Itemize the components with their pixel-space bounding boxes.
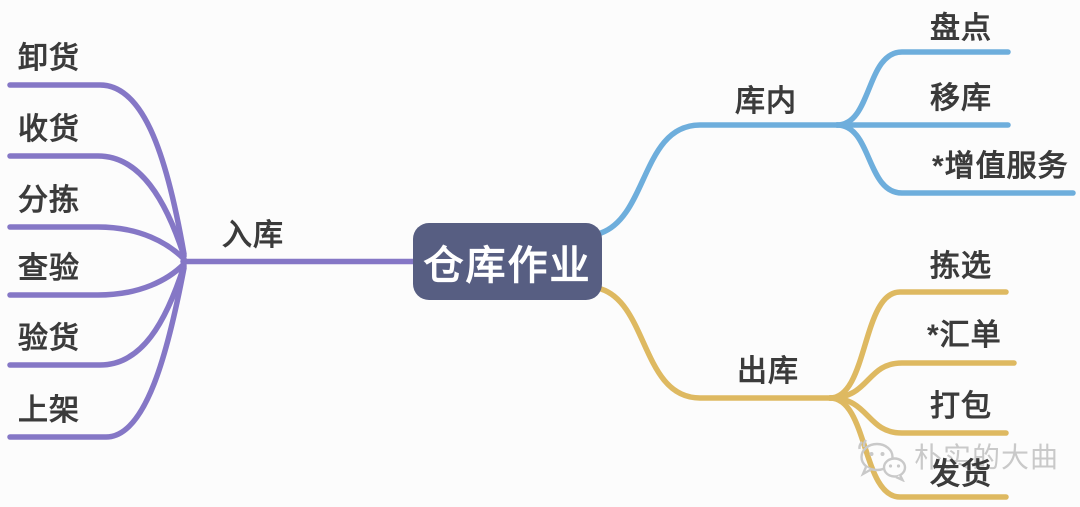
connector-inbound-check (7, 263, 187, 368)
wechat-icon (858, 439, 907, 482)
branch-label-inbound[interactable]: 入库 (222, 219, 284, 252)
leaf-inbound-check[interactable]: 验货 (18, 322, 80, 355)
leaf-inwarehouse-valueadd[interactable]: *增值服务 (932, 150, 1069, 183)
branch-label-in-warehouse[interactable]: 库内 (735, 85, 797, 118)
connector-inwarehouse-trunk (598, 122, 840, 236)
connector-inbound-sort (7, 224, 187, 262)
connector-inbound-unload (7, 82, 187, 257)
watermark-text: 朴实的大曲 (914, 442, 1060, 473)
root-node-label: 仓库作业 (423, 243, 592, 288)
leaf-outbound-pack[interactable]: 打包 (930, 390, 992, 423)
leaf-outbound-consolidate[interactable]: *汇单 (927, 319, 1002, 352)
leaf-inwarehouse-stocktake[interactable]: 盘点 (930, 12, 992, 45)
connector-outbound-trunk (598, 286, 833, 401)
connector-outbound-ship (827, 395, 1009, 500)
watermark: 朴实的大曲 (856, 438, 1059, 482)
connector-inbound-receive (7, 153, 187, 259)
connector-inbound-shelve (7, 265, 187, 440)
leaf-inbound-receive[interactable]: 收货 (18, 113, 80, 146)
connector-inwarehouse-valueadd (834, 122, 1076, 196)
root-node[interactable]: 仓库作业 (413, 223, 602, 300)
leaf-inbound-unload[interactable]: 卸货 (18, 42, 80, 75)
connector-inwarehouse-stocktake (834, 49, 1011, 128)
leaf-inbound-sort[interactable]: 分拣 (18, 184, 80, 217)
leaf-inwarehouse-relocate[interactable]: 移库 (930, 82, 992, 115)
connector-inbound-inspect (7, 261, 187, 298)
leaf-outbound-ship[interactable]: 发货 (930, 458, 992, 491)
leaf-inbound-inspect[interactable]: 查验 (18, 252, 80, 285)
leaf-outbound-pick[interactable]: 拣选 (930, 250, 992, 283)
connector-outbound-consolidate (827, 360, 1017, 401)
leaf-inbound-shelve[interactable]: 上架 (18, 394, 80, 427)
branch-label-outbound[interactable]: 出库 (737, 355, 799, 388)
connector-outbound-pick (827, 289, 1009, 401)
